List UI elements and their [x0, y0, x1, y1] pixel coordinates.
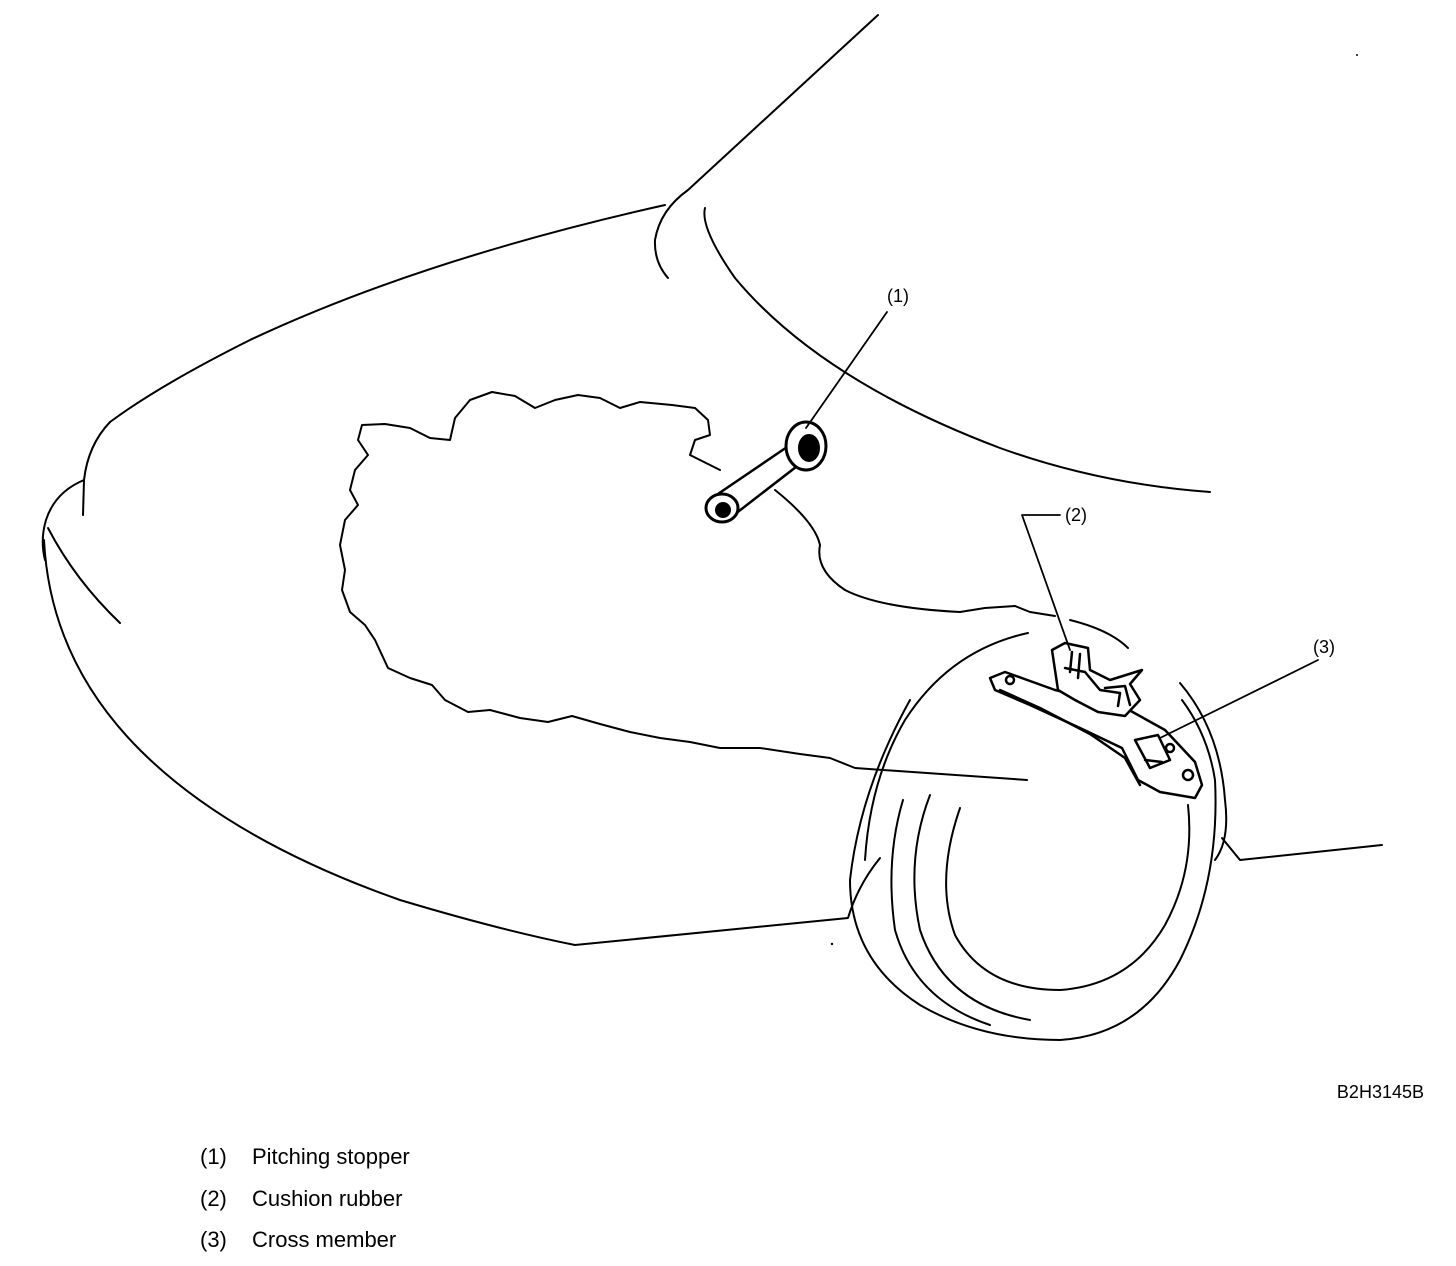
callout-1-leader	[805, 311, 888, 429]
vehicle-body-outline	[41, 14, 1383, 946]
windshield-pillar-line	[653, 14, 879, 279]
cross-member-part	[988, 641, 1204, 800]
cushion-rubber-detail-1	[1068, 650, 1074, 674]
wheel-rim	[945, 804, 1191, 991]
legend-item: (3) Cross member	[200, 1224, 410, 1266]
rear-body-line	[1221, 837, 1383, 861]
legend-item: (1) Pitching stopper	[200, 1141, 410, 1183]
cowl-line	[703, 207, 1211, 493]
callout-2-leader	[1021, 514, 1071, 651]
cross-member-bolt-hole-mid	[1164, 742, 1176, 754]
legend-item-number: (3)	[200, 1227, 227, 1252]
legend-item-text: Pitching stopper	[252, 1144, 410, 1169]
cross-member-bolt-hole-left	[1004, 674, 1016, 686]
front-wheel	[849, 619, 1228, 1041]
cross-member-bolt-hole-right	[1181, 768, 1195, 782]
fender-front-curve	[82, 421, 111, 516]
wheel-arch-upper-right	[1069, 619, 1129, 649]
figure-id: B2H3145B	[1336, 1082, 1424, 1102]
legend-item: (2) Cushion rubber	[200, 1183, 410, 1225]
cross-member-rib-2	[1143, 758, 1164, 764]
bumper-front-line	[47, 527, 121, 624]
callout-3-leader	[1159, 659, 1319, 739]
callout-legend: (1) Pitching stopper (2) Cushion rubber (3…	[200, 1141, 410, 1266]
wheel-arch-right	[1179, 682, 1228, 861]
callout-2-label: (2)	[1065, 505, 1087, 525]
bumper-top-line	[41, 479, 85, 561]
callout-leaders	[805, 311, 1319, 739]
pitching-stopper-part	[704, 420, 828, 524]
cushion-rubber-detail-3	[1103, 684, 1132, 707]
transmission-top-edge	[774, 489, 1056, 617]
body-lower-outline	[43, 539, 881, 946]
callout-3-label: (3)	[1313, 637, 1335, 657]
scan-speck	[1356, 54, 1358, 56]
engine-transmission-silhouette	[339, 391, 1028, 781]
wheel-arch-upper-left	[864, 632, 1029, 861]
cushion-rubber-detail-2	[1076, 652, 1082, 680]
callout-1-label: (1)	[887, 286, 909, 306]
scan-speck	[830, 942, 834, 946]
legend-item-text: Cushion rubber	[252, 1185, 403, 1211]
cross-member-rib-1	[1133, 733, 1172, 770]
hood-edge-line	[109, 204, 666, 423]
cross-member-flange	[998, 688, 1142, 787]
tire-inner-tread-2	[913, 794, 1031, 1021]
legend-item-number: (1)	[200, 1144, 227, 1169]
legend-item-text: Cross member	[252, 1227, 397, 1252]
tire-inner-tread-1	[890, 799, 991, 1026]
pitching-stopper-bushing-small-core	[715, 502, 731, 518]
legend-item-number: (2)	[200, 1185, 227, 1211]
pitching-stopper-bushing-large-core	[798, 434, 820, 462]
tire-outer	[849, 699, 1217, 1041]
